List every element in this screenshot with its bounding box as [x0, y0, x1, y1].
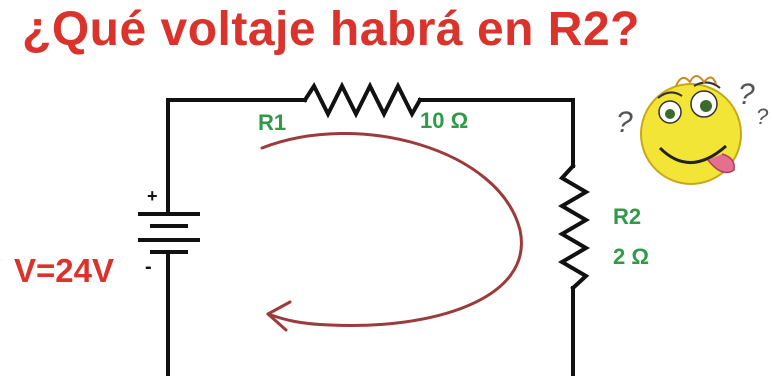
r2-resistor-symbol: [558, 163, 590, 291]
r2-value: 2 Ω: [613, 244, 649, 269]
battery-minus-sign: -: [145, 256, 152, 278]
svg-text:?: ?: [738, 78, 755, 111]
wire-top-right: [418, 98, 575, 168]
r2-label: R2: [613, 204, 642, 229]
confused-face-icon: [640, 75, 742, 185]
battery-symbol: [138, 208, 200, 266]
svg-text:?: ?: [616, 106, 633, 139]
voltage-label: V=24V: [14, 252, 114, 289]
r1-value: 10 Ω: [420, 108, 469, 133]
current-direction-arrow: [260, 132, 523, 332]
page-title: ¿Qué voltaje habrá en R2?: [22, 3, 640, 56]
question-mark-icon: ? ? ?: [616, 78, 769, 139]
r1-label: R1: [258, 110, 287, 135]
battery-plus-sign: +: [147, 186, 158, 206]
svg-text:?: ?: [756, 104, 769, 129]
r1-resistor-symbol: [302, 81, 423, 119]
